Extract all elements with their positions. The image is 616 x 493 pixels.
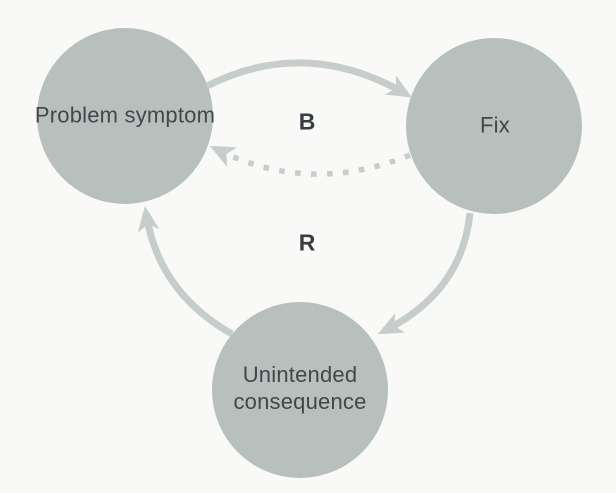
node-problem-symptom-label: Problem symptom [34,102,216,128]
arrow-fix-to-unintended [377,212,474,335]
node-fix-label: Fix [480,112,510,138]
balancing-loop-label: B [298,108,316,135]
arrow-unintended-to-problem [137,206,234,338]
node-fix-circle [406,38,582,214]
node-unintended-consequence-circle [212,302,388,478]
reinforcing-loop-label: R [298,229,316,256]
arrow-problem-to-fix [205,59,413,98]
arrow-fix-to-problem-dotted [209,145,412,177]
node-unintended-consequence-label: Unintended consequence [233,362,367,414]
node-problem-symptom-circle [37,28,213,204]
